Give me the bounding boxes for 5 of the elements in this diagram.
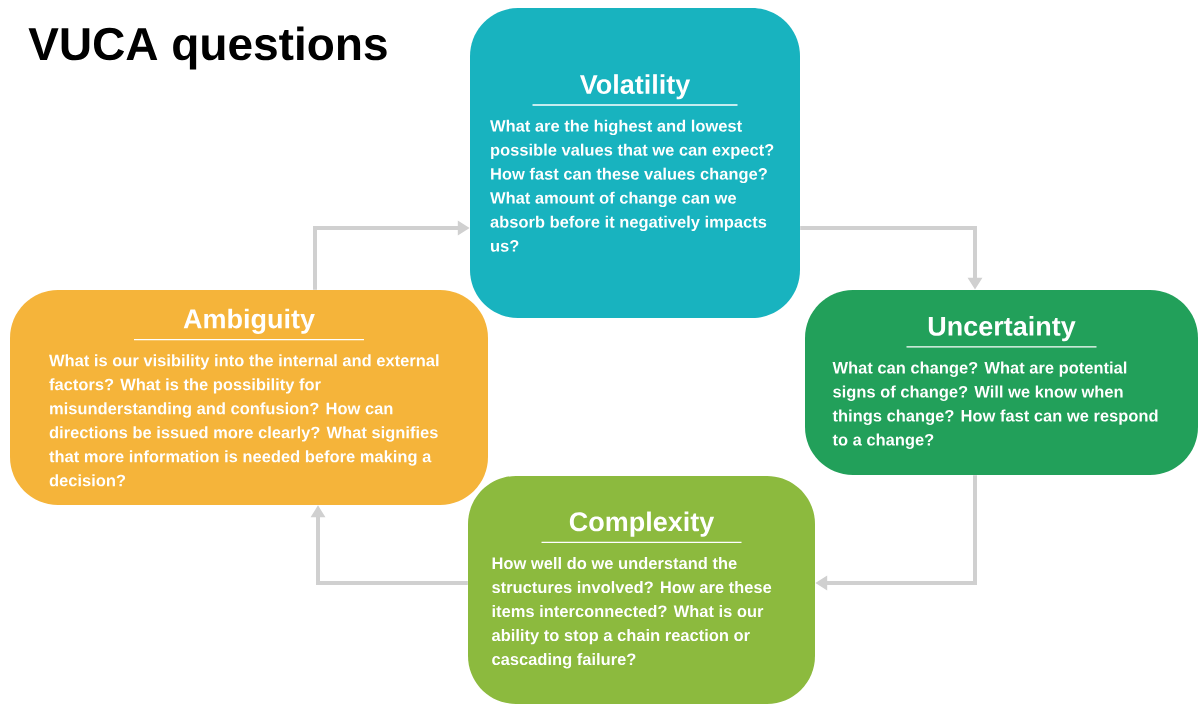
question-box: Complexity How well do we understand the structures involved? How are these items interconnected? What is our ability to stop a chain reaction or cascading failure? <box>468 476 815 704</box>
question-box: Ambiguity What is our visibility into the internal and external factors? What is the possibility for misunderstanding and confusion? How can directions be issued more clearly? What signifies that more information is needed before making a decision? <box>10 290 488 505</box>
title: VUCA questions <box>28 26 387 70</box>
question-box: Uncertainty What can change? What are potential signs of change? Will we know when things change? How fast can we respond to a change? <box>805 290 1198 475</box>
question-box: Volatility What are the highest and lowest possible values that we can expect? How fast can these values change? What amount of change can we absorb before it negatively impacts us? <box>470 8 800 318</box>
